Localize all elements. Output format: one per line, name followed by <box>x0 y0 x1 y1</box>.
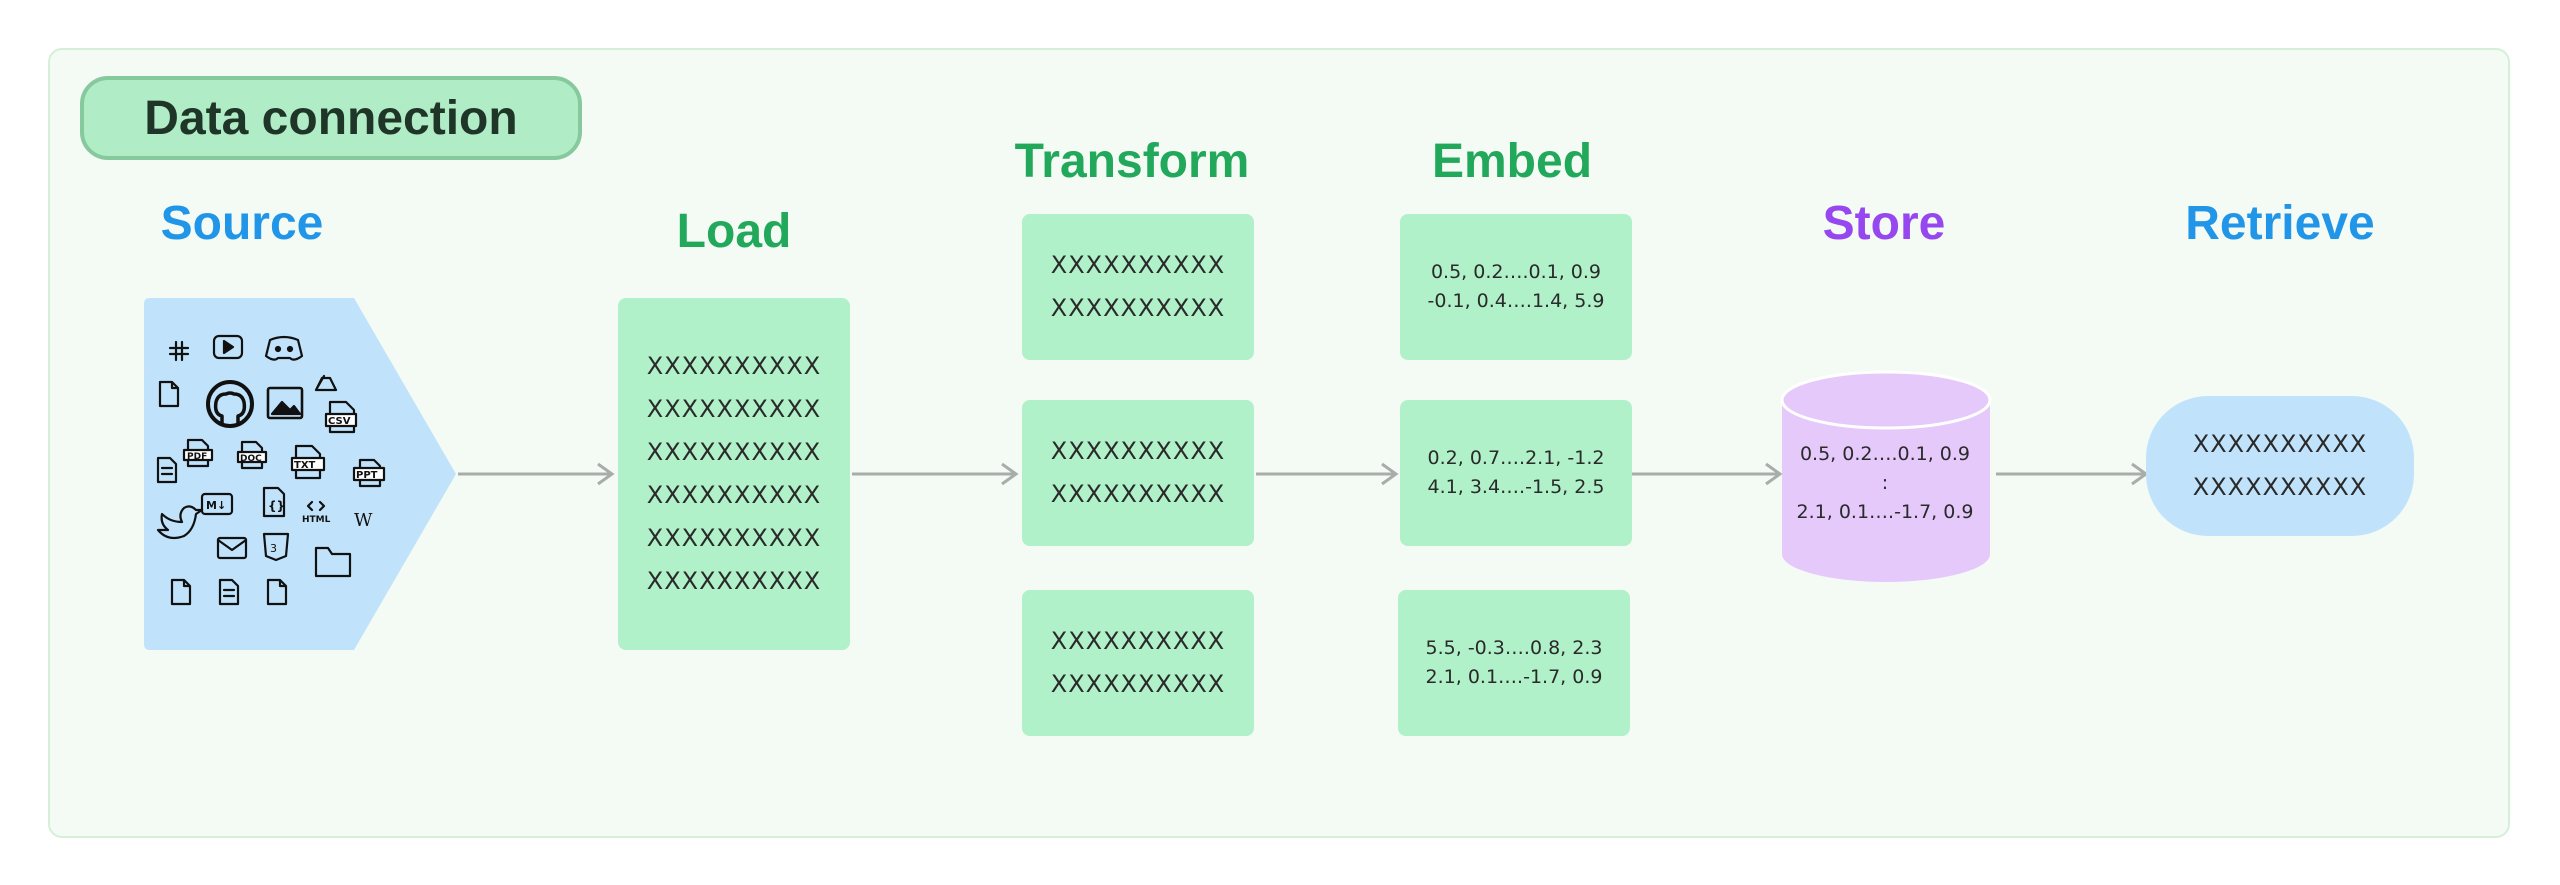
arrow-embed-to-store <box>1632 462 1783 486</box>
arrow-transform-to-embed <box>1256 462 1399 486</box>
svg-text:W: W <box>354 510 373 531</box>
document-icon-2 <box>218 578 240 606</box>
csv-file-icon: CSV <box>324 400 358 434</box>
vector-line: 0.2, 0.7….2.1, -1.2 <box>1427 447 1605 469</box>
chunk-line: XXXXXXXXXX <box>1050 480 1226 508</box>
store-cylinder <box>1780 370 1992 582</box>
stage-label-transform: Transform <box>1014 135 1250 188</box>
transform-chunk: XXXXXXXXXX XXXXXXXXXX <box>1022 400 1254 546</box>
load-line: XXXXXXXXXX <box>646 438 822 466</box>
wikipedia-icon: W <box>354 510 373 531</box>
load-line: XXXXXXXXXX <box>646 567 822 595</box>
load-line: XXXXXXXXXX <box>646 395 822 423</box>
arrow-store-to-retrieve <box>1996 462 2149 486</box>
file-icon-3 <box>266 578 288 606</box>
store-contents: 0.5, 0.2….0.1, 0.9 : 2.1, 0.1….-1.7, 0.9 <box>1782 440 1988 527</box>
google-drive-icon <box>314 374 338 392</box>
discord-icon <box>264 335 304 361</box>
email-icon <box>216 536 248 560</box>
embed-vector: 5.5, -0.3….0.8, 2.3 2.1, 0.1….-1.7, 0.9 <box>1398 590 1630 736</box>
pdf-file-icon: PDF <box>182 438 214 468</box>
svg-text:CSV: CSV <box>328 416 351 427</box>
embed-vector: 0.2, 0.7….2.1, -1.2 4.1, 3.4….-1.5, 2.5 <box>1400 400 1632 546</box>
diagram-title: Data connection <box>80 76 582 160</box>
folder-icon <box>314 546 352 578</box>
load-line: XXXXXXXXXX <box>646 481 822 509</box>
twitter-icon <box>156 505 204 540</box>
store-line: 0.5, 0.2….0.1, 0.9 <box>1799 443 1971 465</box>
chunk-line: XXXXXXXXXX <box>1050 251 1226 279</box>
stage-label-store: Store <box>1822 197 1946 250</box>
stage-label-retrieve: Retrieve <box>2185 197 2375 250</box>
vector-line: 5.5, -0.3….0.8, 2.3 <box>1425 637 1603 659</box>
chunk-line: XXXXXXXXXX <box>1050 670 1226 698</box>
chunk-line: XXXXXXXXXX <box>1050 627 1226 655</box>
file-icon <box>158 380 180 408</box>
vector-line: 2.1, 0.1….-1.7, 0.9 <box>1425 666 1603 688</box>
svg-text:TXT: TXT <box>294 460 316 471</box>
svg-text:3: 3 <box>270 542 277 555</box>
svg-text:PPT: PPT <box>356 470 378 481</box>
ppt-file-icon: PPT <box>352 458 386 488</box>
arrow-source-to-load <box>458 462 615 486</box>
diagram-panel <box>48 48 2510 838</box>
retrieve-line: XXXXXXXXXX <box>2192 473 2368 501</box>
vector-line: 4.1, 3.4….-1.5, 2.5 <box>1427 476 1605 498</box>
svg-text:PDF: PDF <box>187 452 207 462</box>
doc-file-icon: DOC <box>236 440 268 470</box>
transform-chunk: XXXXXXXXXX XXXXXXXXXX <box>1022 590 1254 736</box>
stage-label-embed: Embed <box>1431 135 1593 188</box>
markdown-icon: M↓ <box>200 492 234 516</box>
slack-icon <box>168 340 190 362</box>
youtube-icon <box>212 334 244 360</box>
stage-label-source: Source <box>160 197 324 250</box>
transform-chunk: XXXXXXXXXX XXXXXXXXXX <box>1022 214 1254 360</box>
file-icon-2 <box>170 578 192 606</box>
github-icon <box>206 380 254 428</box>
store-line: : <box>1881 472 1889 494</box>
image-icon <box>266 386 304 420</box>
vector-line: 0.5, 0.2….0.1, 0.9 <box>1430 261 1602 283</box>
load-box: XXXXXXXXXX XXXXXXXXXX XXXXXXXXXX XXXXXXX… <box>618 298 850 650</box>
svg-text:HTML: HTML <box>302 515 331 525</box>
store-line: 2.1, 0.1….-1.7, 0.9 <box>1796 501 1974 523</box>
source-shape: CSV PDF DOC TXT PPT M↓ {} HTML W 3 <box>144 298 456 650</box>
chunk-line: XXXXXXXXXX <box>1050 294 1226 322</box>
document-icon <box>156 456 178 484</box>
vector-line: -0.1, 0.4….1.4, 5.9 <box>1427 290 1605 312</box>
svg-text:{}: {} <box>268 499 285 513</box>
svg-text:DOC: DOC <box>240 454 262 464</box>
load-line: XXXXXXXXXX <box>646 352 822 380</box>
stage-label-load: Load <box>676 205 792 258</box>
txt-file-icon: TXT <box>290 444 326 480</box>
retrieve-line: XXXXXXXXXX <box>2192 430 2368 458</box>
json-file-icon: {} <box>262 486 286 518</box>
svg-text:M↓: M↓ <box>206 499 226 512</box>
css-file-icon: 3 <box>262 532 290 562</box>
embed-vector: 0.5, 0.2….0.1, 0.9 -0.1, 0.4….1.4, 5.9 <box>1400 214 1632 360</box>
arrow-load-to-transform <box>852 462 1019 486</box>
load-line: XXXXXXXXXX <box>646 524 822 552</box>
html-icon: HTML <box>302 500 331 525</box>
retrieve-box: XXXXXXXXXX XXXXXXXXXX <box>2146 396 2414 536</box>
chunk-line: XXXXXXXXXX <box>1050 437 1226 465</box>
